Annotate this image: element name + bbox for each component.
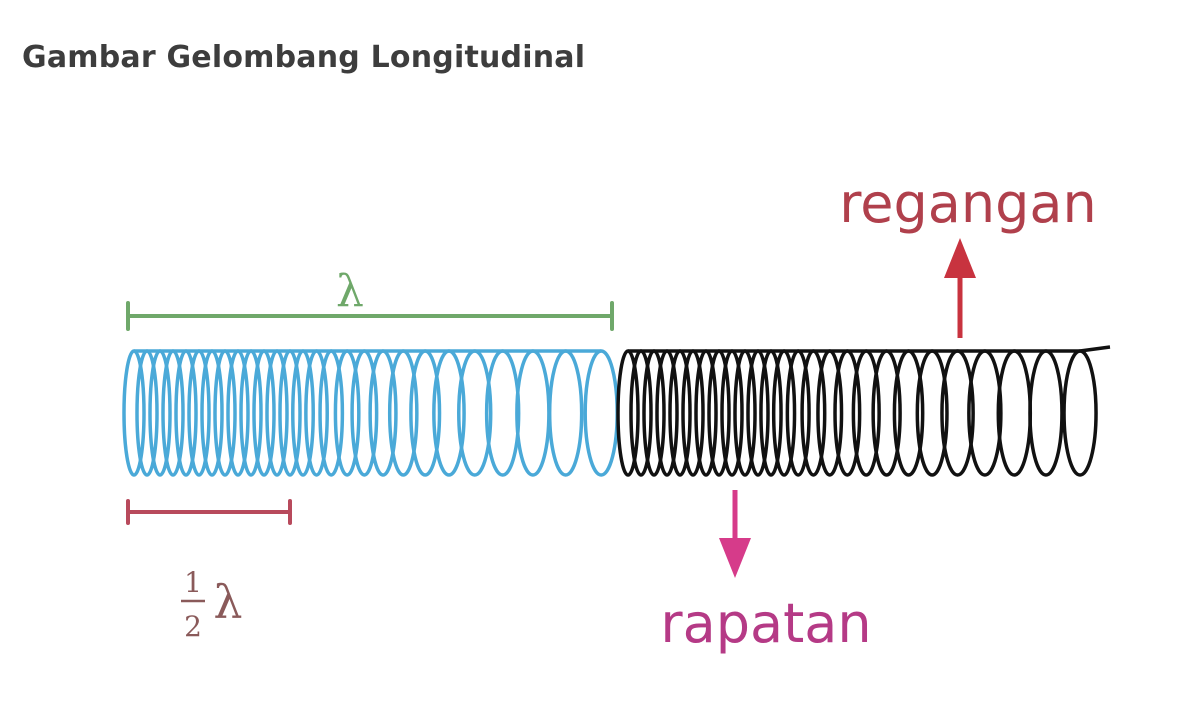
- compression-annotation: rapatan: [660, 490, 872, 655]
- compression-arrow-head: [719, 538, 751, 578]
- half-fraction-denominator: 2: [184, 610, 202, 643]
- wavelength-marker: λ: [126, 266, 614, 331]
- spring-right-coil: [996, 349, 1033, 477]
- page-title: Gambar Gelombang Longitudinal: [22, 40, 586, 75]
- half-fraction-numerator: 1: [184, 566, 202, 599]
- half-wavelength-symbol: λ: [213, 575, 242, 629]
- wavelength-label: λ: [336, 266, 364, 317]
- half-wavelength-label: 1 2 λ: [181, 566, 243, 643]
- spring-right-coil: [1028, 349, 1064, 477]
- spring-left-segment: [122, 349, 619, 477]
- compression-label: rapatan: [660, 592, 871, 655]
- spring-left-coil: [515, 349, 551, 477]
- stretch-annotation: regangan: [839, 172, 1097, 338]
- spring-left-coil: [547, 349, 584, 477]
- stretch-arrow-head: [944, 238, 976, 278]
- half-wavelength-marker: [126, 499, 292, 525]
- stretch-label: regangan: [839, 172, 1096, 235]
- spring-left-coil: [387, 349, 419, 477]
- spring-right-coil: [1062, 349, 1098, 477]
- spring-right-tail: [1079, 345, 1111, 353]
- spring-right-segment: [616, 345, 1111, 477]
- spring-left-coil: [583, 349, 619, 477]
